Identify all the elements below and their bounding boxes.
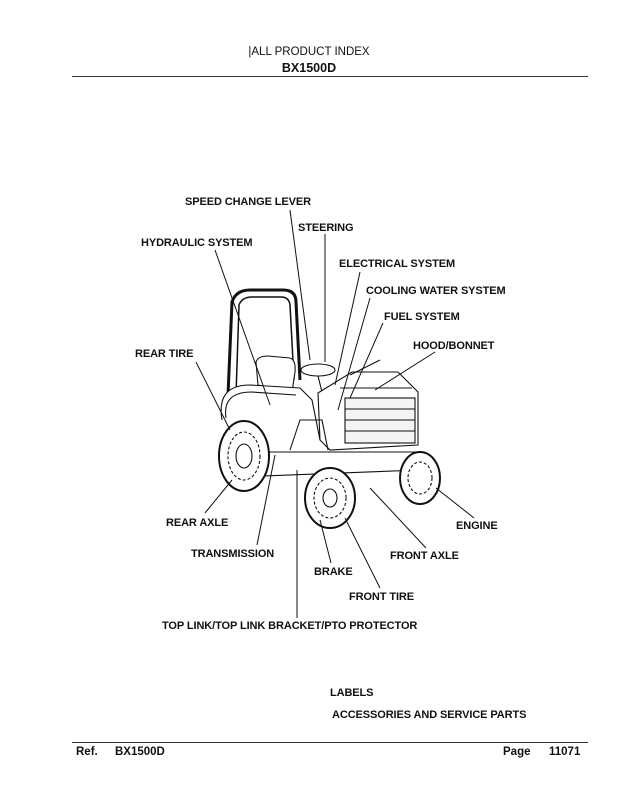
- tractor-illustration: [218, 288, 441, 529]
- label-engine[interactable]: ENGINE: [456, 520, 498, 532]
- footer-page-label: Page: [503, 746, 531, 758]
- label-labels[interactable]: LABELS: [330, 687, 374, 699]
- footer-page-value: 11071: [549, 746, 581, 758]
- label-fuel-system[interactable]: FUEL SYSTEM: [384, 311, 460, 323]
- label-accessories[interactable]: ACCESSORIES AND SERVICE PARTS: [332, 709, 527, 721]
- label-electrical-system[interactable]: ELECTRICAL SYSTEM: [339, 258, 456, 270]
- label-rear-axle[interactable]: REAR AXLE: [166, 517, 229, 529]
- leader-lines: [195, 209, 475, 618]
- footer-rule: [72, 742, 588, 743]
- footer-ref-value: BX1500D: [115, 746, 165, 758]
- label-speed-change-lever[interactable]: SPEED CHANGE LEVER: [185, 196, 311, 208]
- label-top-link[interactable]: TOP LINK/TOP LINK BRACKET/PTO PROTECTOR: [162, 620, 418, 632]
- model-title: BX1500D: [281, 61, 337, 75]
- page-title: |ALL PRODUCT INDEX: [248, 46, 370, 58]
- label-rear-tire[interactable]: REAR TIRE: [135, 348, 194, 360]
- label-hydraulic-system[interactable]: HYDRAULIC SYSTEM: [141, 237, 253, 249]
- label-transmission[interactable]: TRANSMISSION: [191, 548, 275, 560]
- label-brake[interactable]: BRAKE: [314, 566, 353, 578]
- label-front-axle[interactable]: FRONT AXLE: [390, 550, 459, 562]
- header-rule: [72, 76, 588, 77]
- label-steering[interactable]: STEERING: [298, 222, 354, 234]
- label-front-tire[interactable]: FRONT TIRE: [349, 591, 414, 603]
- footer-ref-label: Ref.: [76, 746, 98, 758]
- label-hood-bonnet[interactable]: HOOD/BONNET: [413, 340, 495, 352]
- label-cooling-water-system[interactable]: COOLING WATER SYSTEM: [366, 285, 506, 297]
